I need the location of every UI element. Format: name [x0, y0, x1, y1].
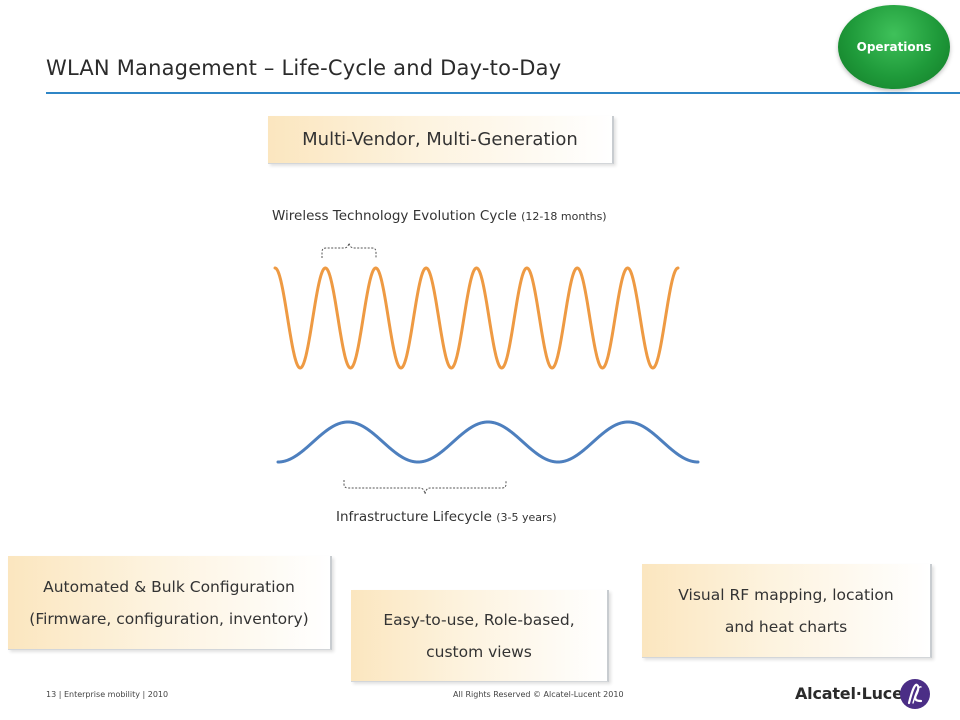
- wireless-cycle-brace: [321, 242, 377, 258]
- easy-to-use-line2: custom views: [426, 642, 532, 661]
- alcatel-lucent-logo-icon: [900, 679, 930, 709]
- page-title: WLAN Management – Life-Cycle and Day-to-…: [46, 56, 562, 80]
- infrastructure-lifecycle-wave: [276, 420, 700, 464]
- wireless-evolution-wave: [273, 266, 680, 370]
- multi-vendor-callout: Multi-Vendor, Multi-Generation: [268, 116, 614, 164]
- easy-to-use-callout: Easy-to-use, Role-based, custom views: [351, 590, 609, 682]
- brand-wordmark: Alcatel·Lucent: [795, 684, 922, 703]
- automated-configuration-line1: Automated & Bulk Configuration: [43, 577, 295, 596]
- automated-configuration-callout: Automated & Bulk Configuration (Firmware…: [8, 556, 332, 650]
- infrastructure-cycle-label-text: Infrastructure Lifecycle: [336, 509, 497, 525]
- footer-slide-info: 13 | Enterprise mobility | 2010: [46, 690, 169, 699]
- wireless-cycle-period: (12-18 months): [521, 210, 607, 223]
- footer-copyright: All Rights Reserved © Alcatel-Lucent 201…: [453, 690, 624, 699]
- operations-badge: Operations: [838, 5, 950, 89]
- wireless-cycle-label-text: Wireless Technology Evolution Cycle: [272, 208, 522, 224]
- infrastructure-cycle-period: (3-5 years): [496, 511, 557, 524]
- wireless-cycle-label: Wireless Technology Evolution Cycle (12-…: [272, 208, 607, 224]
- title-divider: [46, 92, 960, 94]
- visual-rf-mapping-line1: Visual RF mapping, location: [678, 585, 894, 604]
- infrastructure-cycle-brace: [343, 480, 507, 495]
- multi-vendor-text: Multi-Vendor, Multi-Generation: [302, 129, 578, 150]
- easy-to-use-line1: Easy-to-use, Role-based,: [383, 610, 575, 629]
- infrastructure-cycle-label: Infrastructure Lifecycle (3-5 years): [336, 509, 557, 525]
- visual-rf-mapping-line2: and heat charts: [724, 617, 848, 636]
- visual-rf-mapping-callout: Visual RF mapping, location and heat cha…: [642, 564, 932, 658]
- automated-configuration-line2: (Firmware, configuration, inventory): [29, 609, 309, 628]
- operations-badge-label: Operations: [856, 40, 932, 54]
